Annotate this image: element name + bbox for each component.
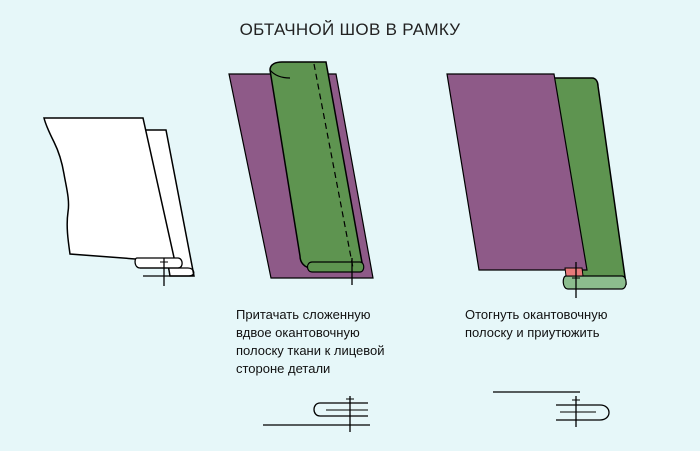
step1-binding-fold [134,257,183,269]
step3-seam-allowance [564,267,584,277]
diagram-title: ОБТАЧНОЙ ШОВ В РАМКУ [239,20,461,39]
step2-illustration [228,61,374,285]
cs1-folded-strip [313,402,368,417]
step1-white-fabric [43,117,176,263]
step3-illustration [446,73,627,298]
step3-binding-light-bottom [562,275,627,290]
step3-purple-fabric [446,73,588,271]
cross-section-2 [493,391,610,427]
step3-caption: Отогнуть окантовочную полоску и приутюжи… [465,307,608,340]
step1-binding-lower [140,267,195,277]
cs2-turned-strip [556,404,610,421]
step2-caption: Притачать сложенную вдвое окантовочную п… [236,307,385,376]
step2-binding-fold-edge [269,69,291,79]
step2-binding-bottom-fold [306,261,365,273]
step1-illustration [43,117,195,286]
cross-section-1 [263,396,370,432]
step2-stitch-dashed [313,63,354,269]
